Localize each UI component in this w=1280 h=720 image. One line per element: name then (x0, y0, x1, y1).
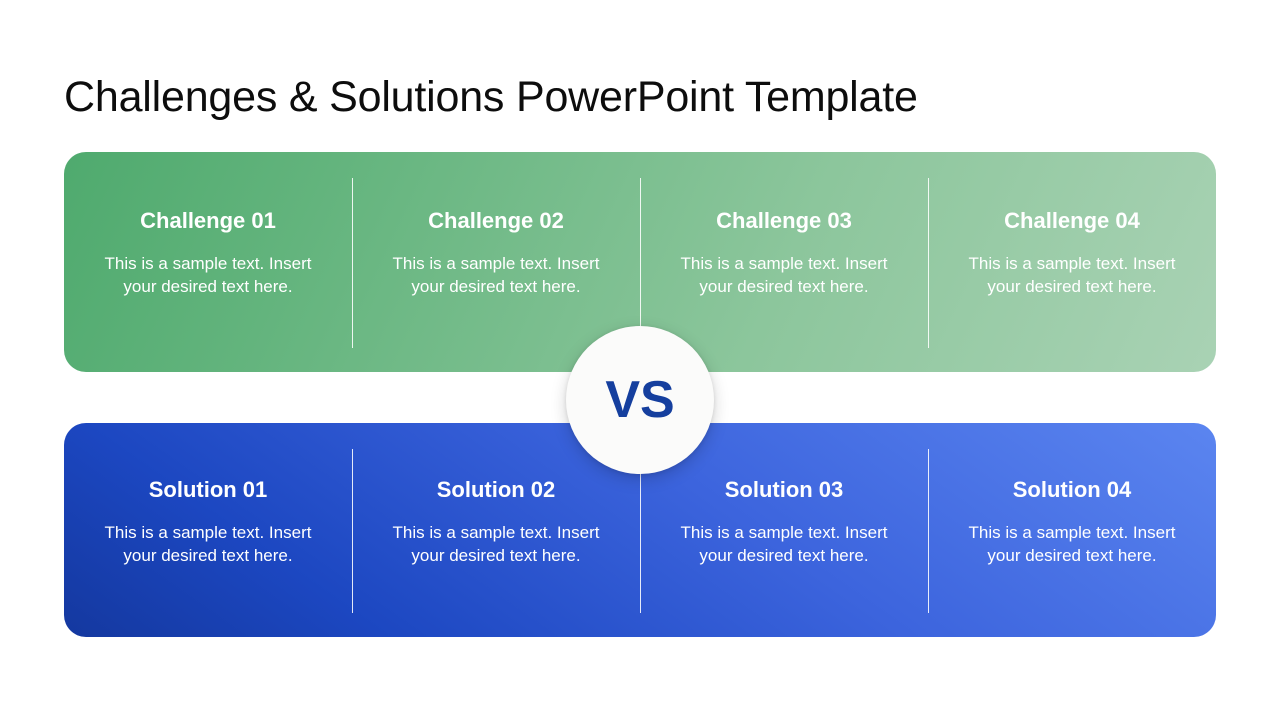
challenge-column-02[interactable]: Challenge 02 This is a sample text. Inse… (352, 152, 640, 372)
challenge-heading-03: Challenge 03 (716, 208, 852, 233)
vs-label: VS (605, 371, 675, 429)
challenge-body-02: This is a sample text. Insert your desir… (392, 254, 600, 296)
challenge-column-01[interactable]: Challenge 01 This is a sample text. Inse… (64, 152, 352, 372)
solution-column-02[interactable]: Solution 02 This is a sample text. Inser… (352, 423, 640, 637)
page-title: Challenges & Solutions PowerPoint Templa… (64, 72, 918, 121)
challenge-body-01: This is a sample text. Insert your desir… (104, 254, 312, 296)
challenge-column-03[interactable]: Challenge 03 This is a sample text. Inse… (640, 152, 928, 372)
challenge-body-03: This is a sample text. Insert your desir… (680, 254, 888, 296)
solution-body-02: This is a sample text. Insert your desir… (392, 523, 600, 565)
challenge-body-04: This is a sample text. Insert your desir… (968, 254, 1176, 296)
solution-heading-01: Solution 01 (148, 477, 268, 502)
solution-heading-03: Solution 03 (724, 477, 844, 502)
solution-column-03[interactable]: Solution 03 This is a sample text. Inser… (640, 423, 928, 637)
solution-body-03: This is a sample text. Insert your desir… (680, 523, 888, 565)
challenge-heading-04: Challenge 04 (1004, 208, 1140, 233)
challenge-column-04[interactable]: Challenge 04 This is a sample text. Inse… (928, 152, 1216, 372)
solution-column-01[interactable]: Solution 01 This is a sample text. Inser… (64, 423, 352, 637)
solution-column-04[interactable]: Solution 04 This is a sample text. Inser… (928, 423, 1216, 637)
vs-badge: VS (566, 326, 714, 474)
challenge-heading-01: Challenge 01 (140, 208, 276, 233)
solution-heading-02: Solution 02 (436, 477, 556, 502)
solution-body-01: This is a sample text. Insert your desir… (104, 523, 312, 565)
challenge-heading-02: Challenge 02 (428, 208, 564, 233)
solution-heading-04: Solution 04 (1012, 477, 1132, 502)
solution-body-04: This is a sample text. Insert your desir… (968, 523, 1176, 565)
